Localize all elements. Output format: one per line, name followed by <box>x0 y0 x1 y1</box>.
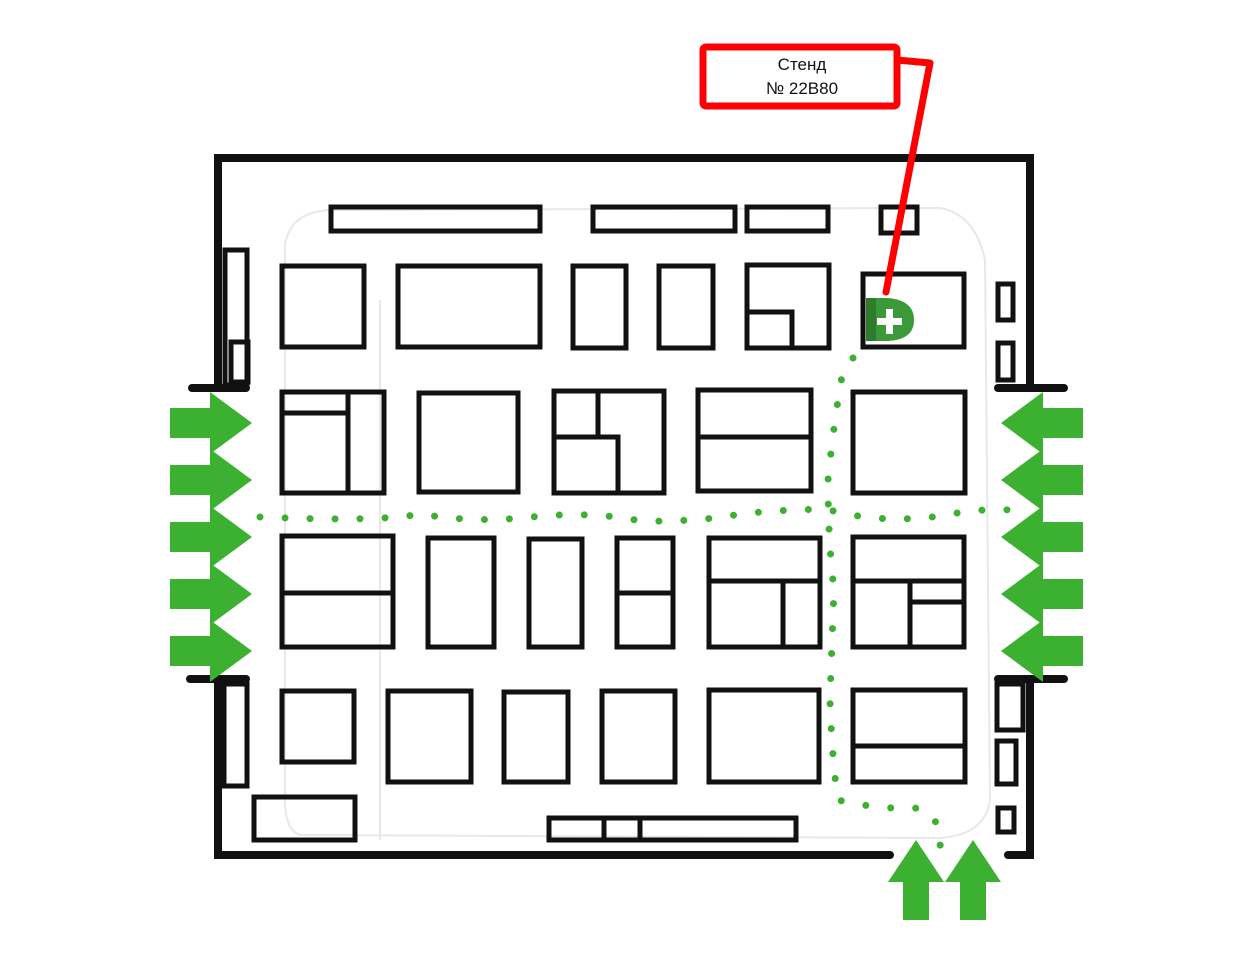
booth-22b80 <box>860 271 967 350</box>
wall-bottom-left <box>214 675 894 859</box>
booth <box>994 681 1026 733</box>
stand-callout: Стенд № 22B80 <box>699 43 901 110</box>
booth <box>328 204 543 234</box>
wall-top-left <box>214 154 1034 392</box>
visitor-route <box>256 354 1014 854</box>
booth <box>695 387 814 494</box>
entrance-arrow-icon <box>1001 563 1083 625</box>
callout-box <box>699 43 901 110</box>
booth-divider <box>598 434 621 493</box>
booth <box>551 388 667 496</box>
booth <box>501 689 571 785</box>
booth <box>222 247 250 388</box>
entrance-arrows <box>170 392 1083 920</box>
booth <box>706 687 822 785</box>
booth-divider <box>747 309 795 348</box>
entrance-arrow-icon <box>170 449 252 511</box>
booth <box>570 263 629 351</box>
wall-bottom-right <box>1004 675 1034 859</box>
booth <box>279 688 357 765</box>
entrance-arrow-icon <box>1001 506 1083 568</box>
booth <box>279 263 367 350</box>
callout-stand-label: Стенд <box>778 55 827 74</box>
booth <box>416 390 521 495</box>
entrance-arrow-icon <box>170 620 252 682</box>
pharmacy-cross-icon <box>877 309 902 334</box>
callout-leader-line <box>882 56 934 296</box>
entrance-arrow-icon <box>1001 392 1083 454</box>
booth <box>995 281 1016 323</box>
booth <box>656 263 716 351</box>
entrance-arrow-icon <box>170 506 252 568</box>
booth <box>395 263 543 350</box>
booth-divider <box>554 391 601 440</box>
booth <box>995 340 1016 383</box>
booth <box>744 204 831 234</box>
callout-stand-number: № 22B80 <box>766 79 838 98</box>
booths <box>221 204 1026 843</box>
booth <box>425 535 497 650</box>
booth <box>706 535 823 650</box>
booth <box>850 687 968 785</box>
entrance-arrow-icon <box>170 392 252 454</box>
booth <box>590 204 738 234</box>
booth <box>995 805 1017 835</box>
booth <box>546 815 799 843</box>
logo-d-stem <box>866 298 876 341</box>
entrance-arrow-icon <box>945 840 1001 920</box>
booth <box>850 389 968 496</box>
booth <box>385 688 474 785</box>
booth <box>599 688 678 785</box>
booth <box>251 794 358 843</box>
booth <box>228 339 251 385</box>
hall-walls <box>186 154 1068 859</box>
entrance-arrow-icon <box>1001 620 1083 682</box>
entrance-arrow-icon <box>1001 449 1083 511</box>
stand-logo: D <box>866 295 914 341</box>
booth <box>744 262 832 351</box>
logo-letter: D <box>866 295 867 297</box>
booth <box>994 738 1019 787</box>
entrance-arrow-icon <box>170 563 252 625</box>
booth <box>526 536 585 650</box>
entrance-arrow-icon <box>888 840 944 920</box>
route-horizontal <box>256 506 1014 525</box>
booth <box>279 389 387 496</box>
booth <box>221 681 250 789</box>
